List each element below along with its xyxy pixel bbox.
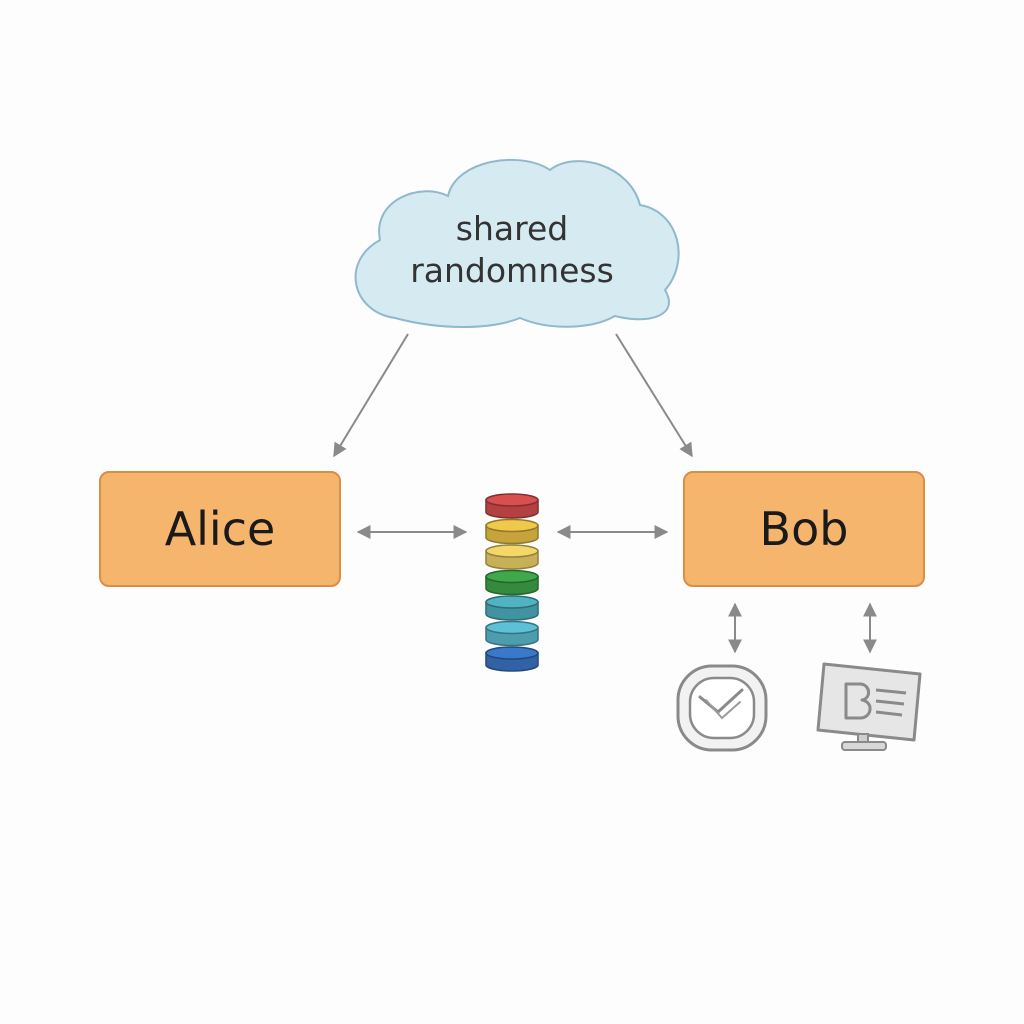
cloud-to-bob-arrow [615,333,693,458]
disk-1 [485,493,539,519]
clock-device-icon [676,664,768,752]
disk-6 [485,620,539,647]
cloud-label-line1: shared [455,209,569,248]
alice-box: Alice [99,471,341,587]
disk-3 [485,544,539,570]
bob-box: Bob [683,471,925,587]
disk-2 [485,518,539,545]
disk-5 [485,595,539,621]
disk-7 [485,646,539,672]
shared-randomness-cloud [354,158,680,328]
disk-stack [485,493,539,672]
cloud-label: shared randomness [382,208,642,292]
cloud-to-alice-arrow [333,333,409,458]
bob-label: Bob [759,502,849,556]
disk-4 [485,569,539,596]
alice-label: Alice [164,502,276,556]
monitor-device-icon [816,662,922,751]
cloud-label-line2: randomness [410,251,614,290]
